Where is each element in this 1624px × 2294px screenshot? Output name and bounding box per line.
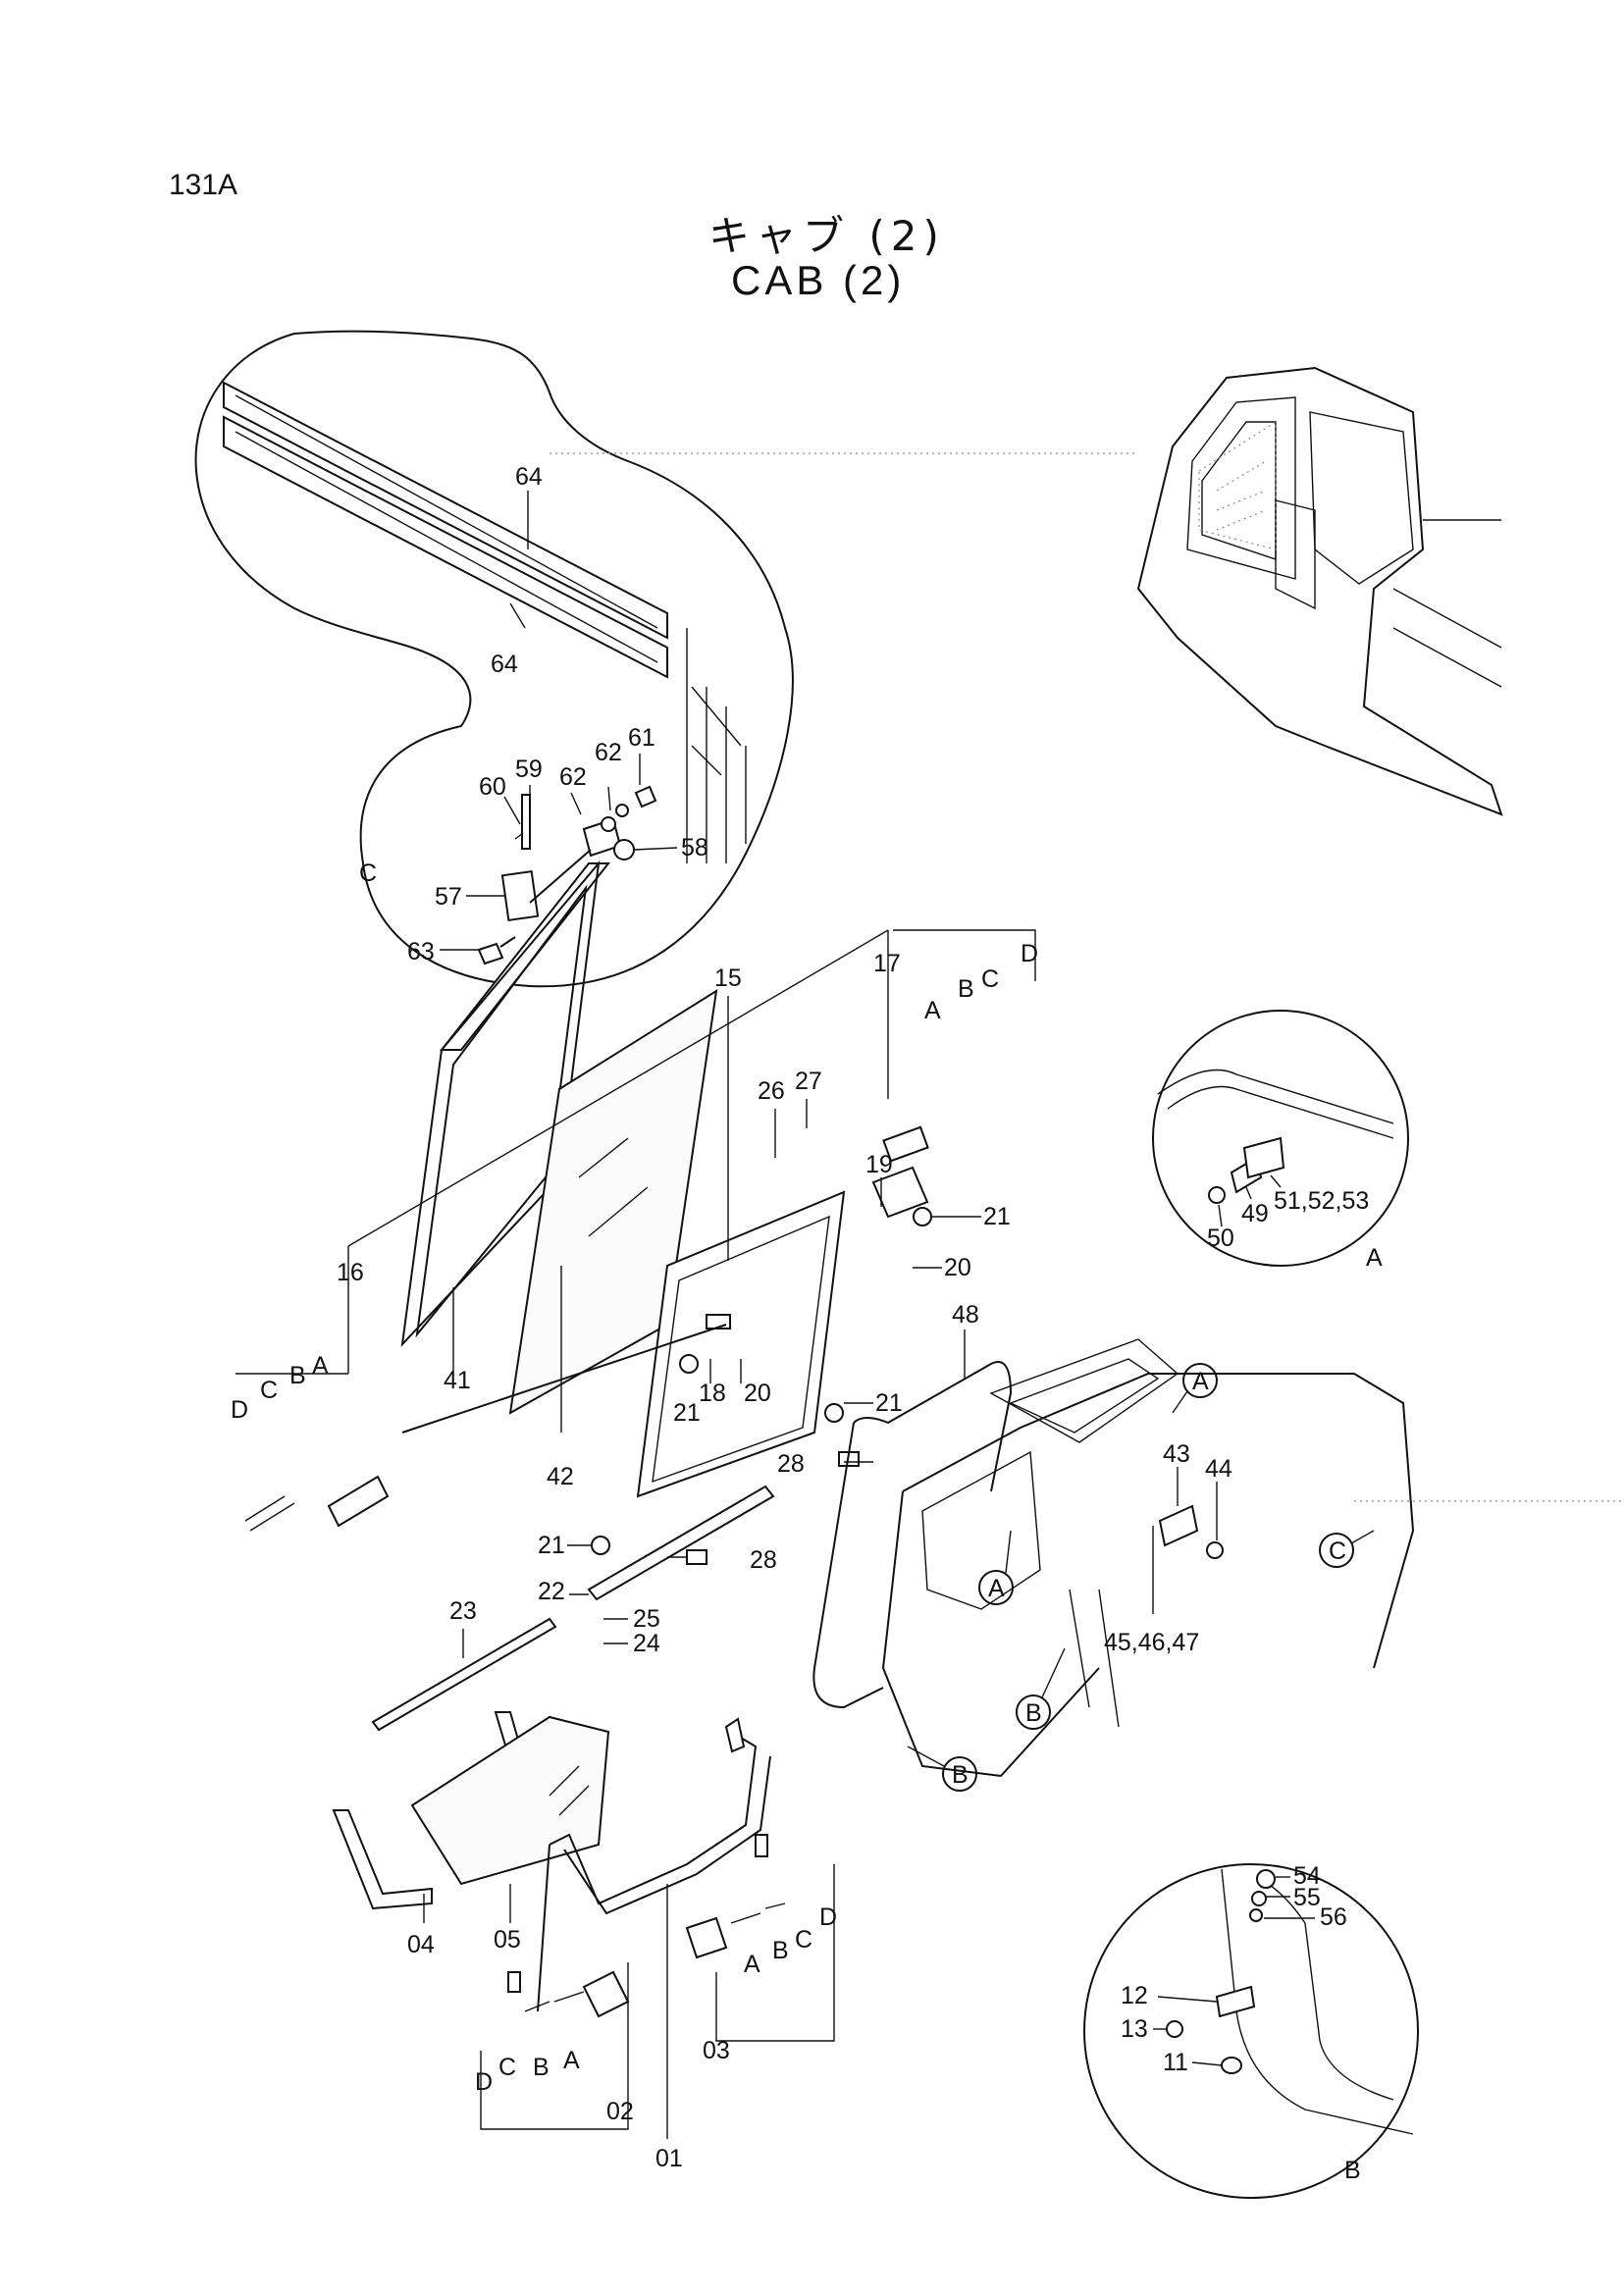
callout-11: 11 [1163, 2049, 1188, 2076]
callout-21-d: 21 [538, 1532, 565, 1559]
cab-overview [1136, 366, 1624, 1502]
callout-23: 23 [449, 1597, 477, 1625]
callout-24: 24 [633, 1630, 660, 1657]
sub-letter-b-02: B [533, 2054, 550, 2081]
callout-63: 63 [407, 938, 435, 965]
marker-b-left: B [952, 1761, 969, 1789]
callout-54: 54 [1293, 1862, 1321, 1890]
callout-21-b: 21 [673, 1399, 701, 1427]
callout-58: 58 [681, 834, 708, 861]
callout-57: 57 [435, 883, 462, 911]
callout-55: 55 [1293, 1884, 1321, 1911]
sub-letter-c-03: C [795, 1926, 812, 1954]
sub-letter-d-17: D [1021, 940, 1038, 967]
callout-42: 42 [547, 1463, 574, 1490]
callout-59: 59 [515, 756, 543, 783]
page-number: 131A [169, 169, 238, 201]
callout-03: 03 [703, 2037, 730, 2064]
sub-letter-a-17: A [924, 997, 941, 1024]
marker-c: C [1329, 1538, 1346, 1565]
callout-62a: 62 [559, 763, 587, 791]
callout-26: 26 [758, 1077, 785, 1105]
callout-49: 49 [1241, 1200, 1269, 1227]
callout-19: 19 [865, 1151, 893, 1178]
sub-letter-a-03: A [744, 1951, 760, 1978]
sub-letter-a-02: A [563, 2047, 580, 2074]
sub-letter-d-03: D [819, 1903, 837, 1931]
callout-28-b: 28 [750, 1546, 777, 1574]
callout-13: 13 [1121, 2015, 1148, 2043]
callout-60: 60 [479, 773, 506, 801]
marker-b-right: B [1025, 1699, 1042, 1727]
callout-41: 41 [444, 1367, 471, 1394]
callout-05: 05 [494, 1926, 521, 1954]
marker-a-upper: A [1192, 1368, 1209, 1395]
door-sash-assembly: 15 17 26 27 19 21 20 16 41 42 18 20 21 2… [231, 860, 1038, 1732]
callout-45-46-47: 45,46,47 [1104, 1629, 1199, 1656]
callout-20-a: 20 [944, 1254, 971, 1281]
detail-b-circle: 54 55 56 12 13 11 B [1083, 1862, 1419, 2199]
callout-20-b: 20 [744, 1380, 771, 1407]
title-english: CAB (2) [731, 257, 906, 303]
callout-01: 01 [655, 2145, 683, 2172]
callout-62b: 62 [595, 739, 622, 766]
callout-64-bottom: 64 [491, 651, 518, 678]
callout-44: 44 [1205, 1455, 1232, 1483]
callout-22: 22 [538, 1578, 565, 1605]
sub-letter-d-16: D [231, 1396, 248, 1424]
detail-label-a: A [1366, 1244, 1383, 1272]
marker-a-lower: A [988, 1575, 1005, 1602]
callout-28-a: 28 [777, 1450, 805, 1478]
callout-61: 61 [628, 724, 655, 752]
callout-17: 17 [873, 950, 901, 977]
callout-15: 15 [714, 965, 742, 992]
sub-letter-c-16: C [260, 1377, 278, 1404]
callout-27: 27 [795, 1068, 822, 1095]
callout-16: 16 [337, 1259, 364, 1286]
callout-21-a: 21 [983, 1203, 1011, 1230]
callout-64-top: 64 [515, 463, 543, 491]
cab-door-frame: A A B B C 48 43 44 45,46,47 [812, 1301, 1415, 1792]
detail-label-b: B [1344, 2157, 1361, 2184]
callout-56: 56 [1320, 1903, 1347, 1931]
sub-letter-d-02: D [475, 2068, 493, 2096]
lower-window-assembly: 04 05 01 02 03 D C B A A B C D [332, 1711, 837, 2172]
sub-letter-a-16: A [312, 1352, 329, 1380]
sub-letter-b-03: B [772, 1937, 789, 1964]
detail-c-balloon: 64 64 60 59 62 62 61 58 57 63 C [194, 330, 1138, 988]
callout-48: 48 [952, 1301, 979, 1329]
callout-43: 43 [1163, 1440, 1190, 1468]
callout-02: 02 [606, 2098, 634, 2125]
sub-letter-b-17: B [958, 975, 974, 1003]
sub-letter-b-16: B [289, 1362, 306, 1389]
callout-51-52-53: 51,52,53 [1274, 1187, 1369, 1215]
detail-a-circle: 50 49 51,52,53 A [1152, 1010, 1409, 1272]
callout-21-c: 21 [875, 1389, 903, 1417]
callout-04: 04 [407, 1931, 435, 1958]
sub-letter-c-02: C [498, 2054, 516, 2081]
detail-label-c: C [359, 860, 377, 887]
callout-12: 12 [1121, 1982, 1148, 2009]
sub-letter-c-17: C [981, 965, 999, 993]
callout-50: 50 [1207, 1225, 1234, 1252]
title-japanese: キャブ (2) [708, 212, 945, 260]
callout-25: 25 [633, 1605, 660, 1633]
callout-18: 18 [699, 1380, 726, 1407]
